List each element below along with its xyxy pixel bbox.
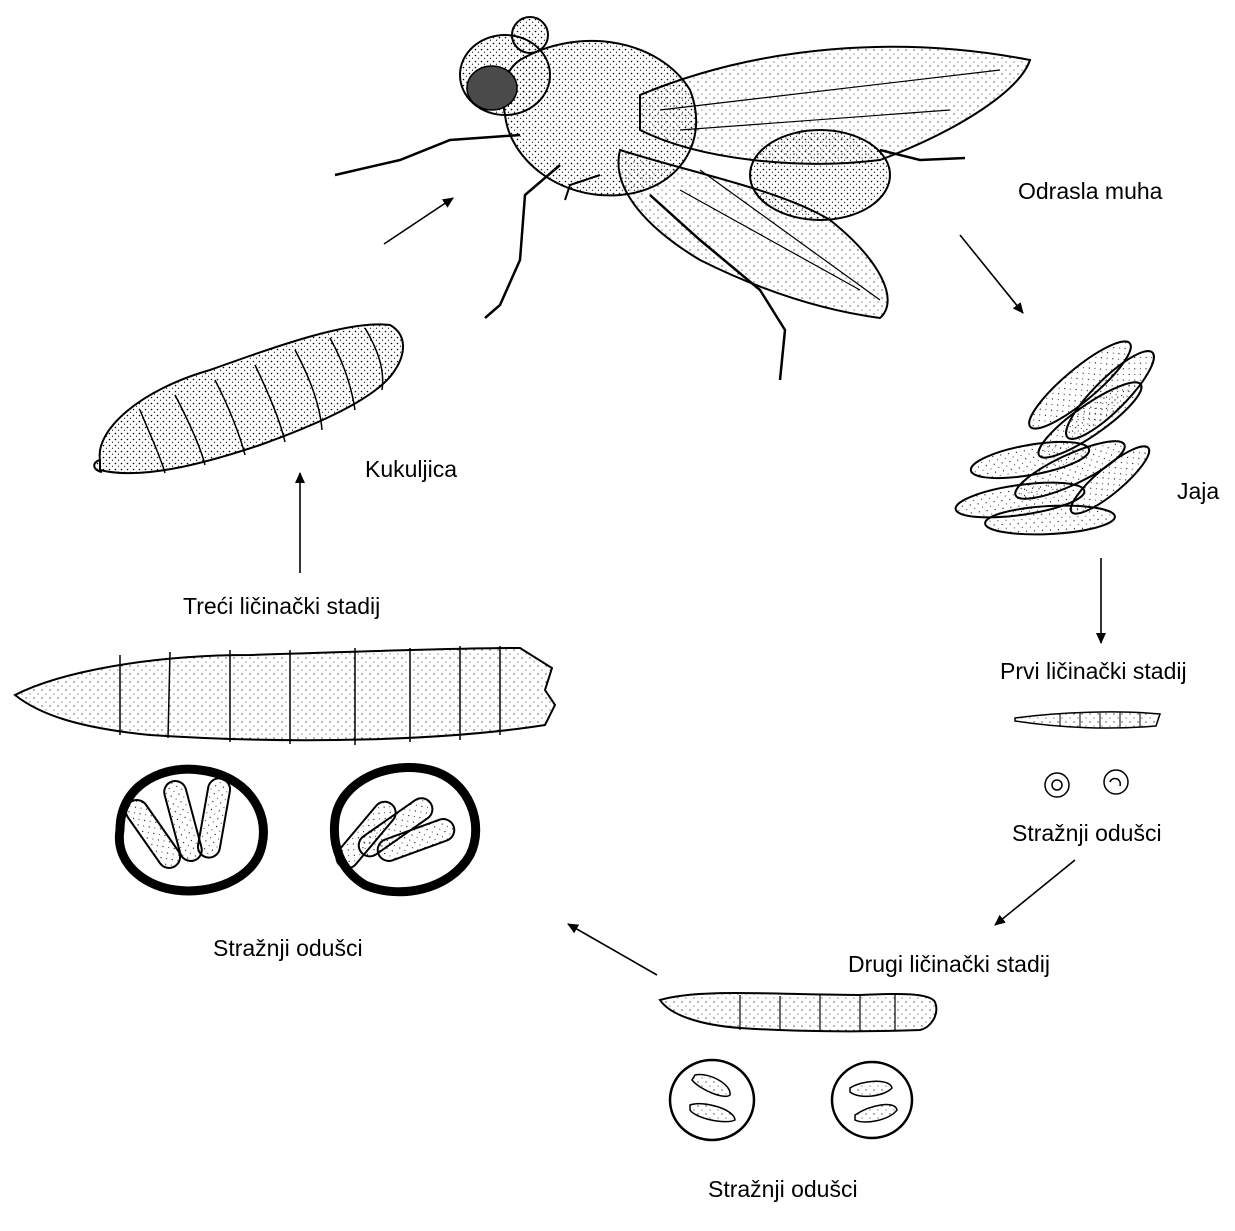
cycle-arrow [300,198,1101,975]
posterior-spiracles-illustration [670,1060,912,1140]
second-instar-spiracles-label: Stražnji odušci [708,1178,858,1201]
eggs-label: Jaja [1177,480,1219,503]
egg-cluster-illustration [954,331,1164,537]
first-instar-spiracles-label: Stražnji odušci [1012,822,1162,845]
first-instar-label: Prvi ličinački stadij [1000,660,1187,683]
larva-illustration [660,993,936,1032]
adult-fly-label: Odrasla muha [1018,180,1162,203]
larva-illustration [15,646,555,745]
puparium-illustration [94,324,403,473]
larva-illustration [1015,712,1160,728]
posterior-spiracles-illustration [1045,770,1128,797]
third-instar-spiracles-label: Stražnji odušci [213,937,363,960]
fly-illustration [335,17,1030,380]
pupa-label: Kukuljica [365,458,457,481]
posterior-spiracles-illustration [119,767,475,891]
second-instar-label: Drugi ličinački stadij [848,953,1050,976]
third-instar-label: Treći ličinački stadij [183,595,380,618]
